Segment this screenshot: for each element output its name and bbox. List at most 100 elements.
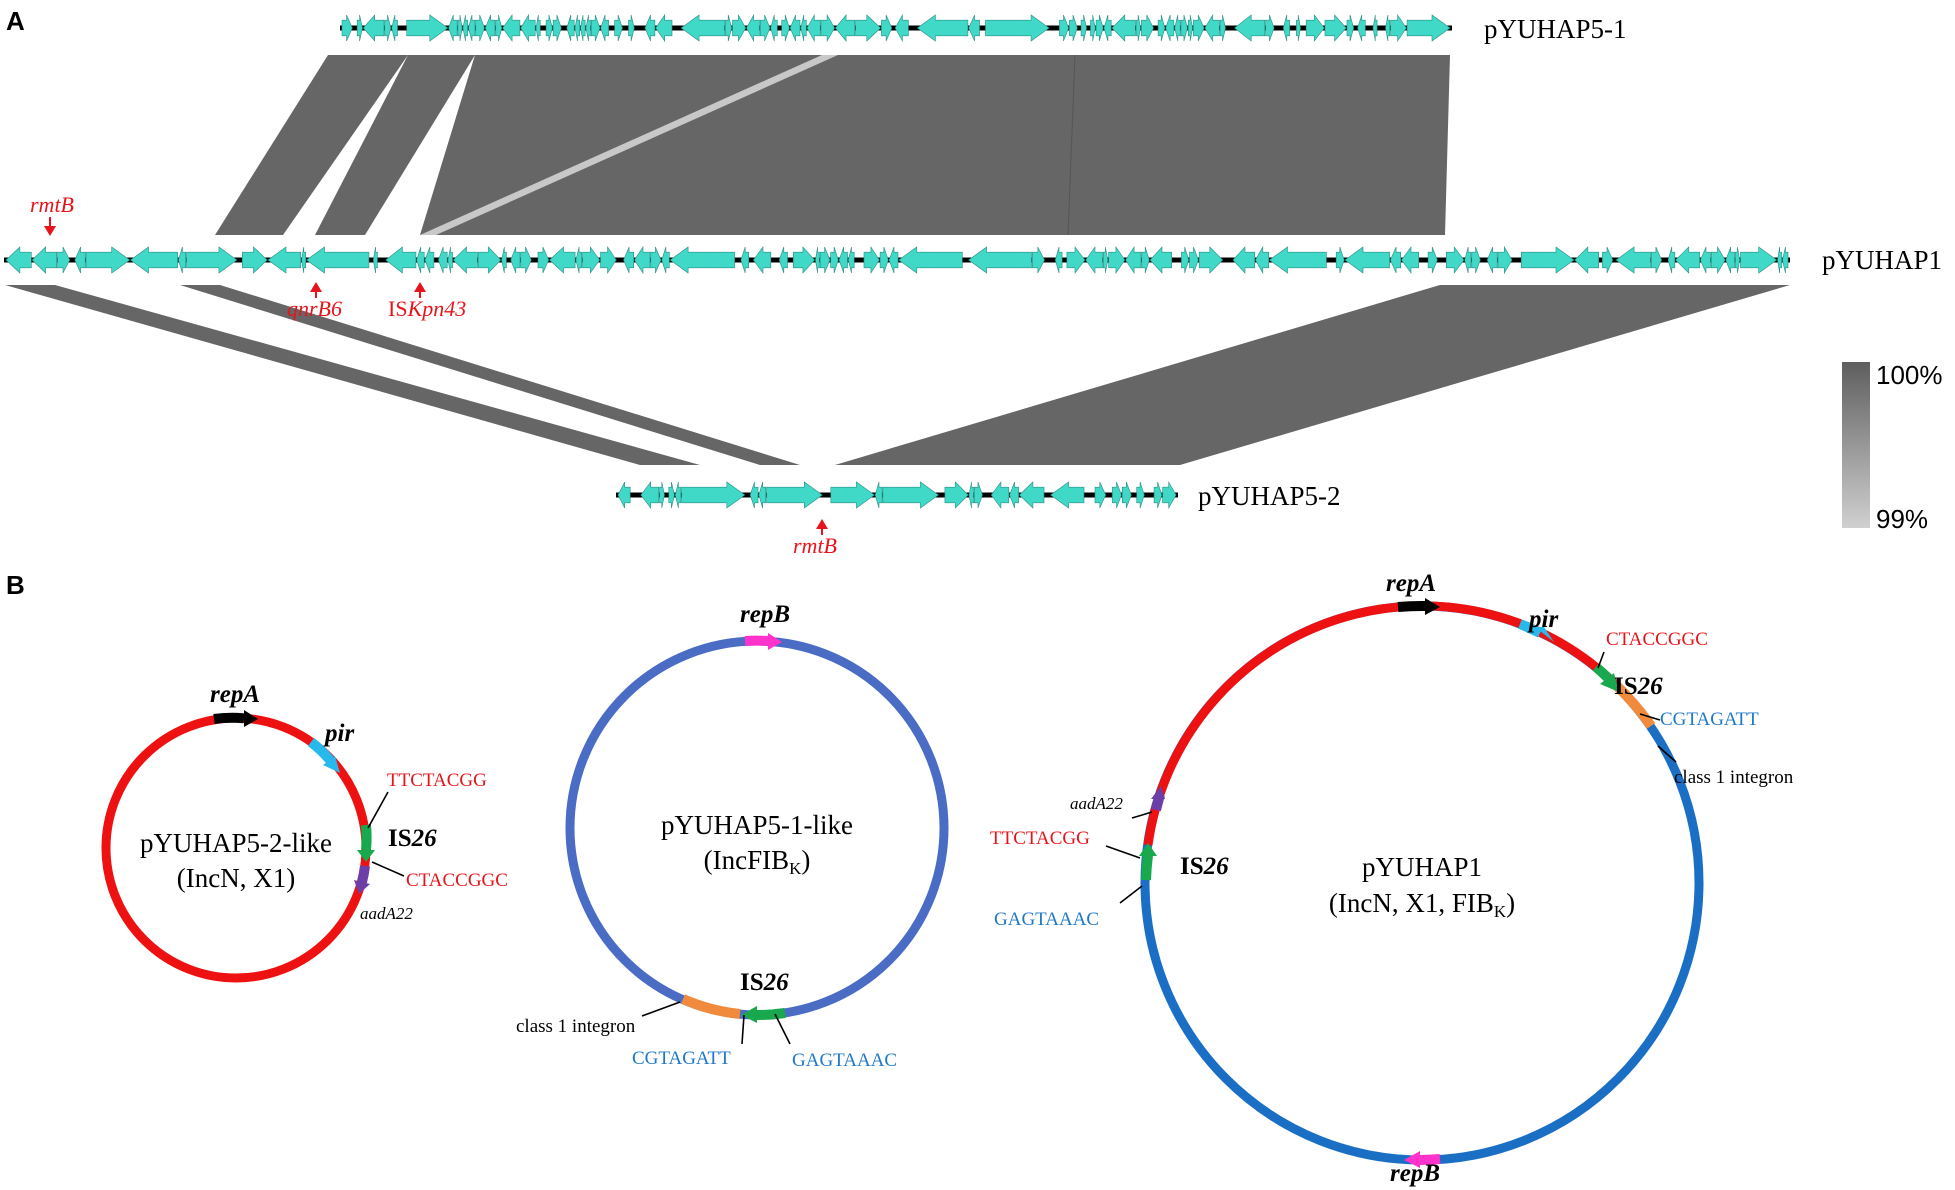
aada22-arrow <box>1151 786 1165 799</box>
gene-arrow <box>668 481 675 509</box>
gene-arrow <box>1050 481 1085 509</box>
label-aada22: aadA22 <box>1070 794 1123 813</box>
gene-arrow <box>659 481 665 509</box>
gene-arrow <box>1180 14 1188 42</box>
gene-arrow <box>985 14 1050 42</box>
track-pyuhap5-1 <box>340 13 1452 43</box>
label-iskpn43: ISKpn43 <box>388 296 466 321</box>
arrow-rmtb-top <box>44 226 56 236</box>
label-seq-gagtaaac: GAGTAAAC <box>994 909 1099 930</box>
gene-arrow <box>242 246 268 274</box>
gene-arrow <box>1103 246 1109 274</box>
gene-arrow <box>1095 14 1104 42</box>
gene-arrow <box>384 14 392 42</box>
gene-arrow <box>1080 14 1087 42</box>
is26-top-arrow <box>1600 673 1619 692</box>
gene-annotations: rmtB qnrB6 ISKpn43 rmtB <box>30 192 837 558</box>
gene-arrow <box>580 14 586 42</box>
arrow-qnrb6 <box>310 282 322 292</box>
gene-arrow <box>1122 481 1132 509</box>
panel-b-letter: B <box>6 570 25 600</box>
homology-band-edge <box>1067 54 1076 236</box>
gene-arrow <box>1740 246 1778 274</box>
gene-arrow <box>1059 14 1069 42</box>
track-label-pyuhap5-2: pYUHAP5-2 <box>1198 481 1341 511</box>
label-repb: repB <box>740 601 790 628</box>
track-pyuhap1 <box>4 245 1790 275</box>
gene-arrow <box>628 14 635 42</box>
gene-arrow <box>510 246 521 274</box>
gene-arrow <box>1446 246 1465 274</box>
gene-arrow <box>1777 246 1782 274</box>
gene-arrow <box>1344 246 1390 274</box>
gene-arrow <box>898 246 963 274</box>
gene-arrow <box>661 246 670 274</box>
gene-arrow <box>874 481 883 509</box>
gene-arrow <box>855 14 882 42</box>
gene-arrow <box>968 481 974 509</box>
is26-arrow <box>357 850 375 862</box>
gene-arrow <box>681 481 746 509</box>
gene-arrow <box>356 14 363 42</box>
gene-arrow <box>457 14 463 42</box>
is26-left-arrow <box>1139 843 1157 856</box>
gene-arrow <box>1615 246 1651 274</box>
gene-arrow <box>634 245 651 275</box>
gene-arrow <box>477 246 502 274</box>
gene-arrow <box>267 246 302 274</box>
repb-arrow <box>1404 1151 1420 1168</box>
pir-arrow <box>323 756 340 773</box>
gene-arrow <box>1032 246 1045 274</box>
label-rmtb-top: rmtB <box>30 192 74 217</box>
homology-bands-bottom <box>5 285 1790 465</box>
label-seq-cgtagatt: CGTAGATT <box>632 1048 731 1069</box>
gene-arrow <box>1108 246 1126 274</box>
gene-arrow <box>1111 14 1136 42</box>
plasmid-inc-type: (IncN, X1, FIBK) <box>1329 888 1515 921</box>
homology-band <box>180 285 800 465</box>
integron-segment <box>680 994 741 1019</box>
gene-arrow <box>830 481 875 509</box>
legend-min-label: 99% <box>1876 504 1928 534</box>
panel-a-letter: A <box>6 6 25 36</box>
gene-arrow <box>1153 481 1163 509</box>
gene-arrow <box>582 246 601 274</box>
label-is26-left: IS26 <box>1180 853 1229 880</box>
gene-arrow <box>1486 246 1498 274</box>
gene-arrow <box>552 14 562 42</box>
gene-arrow <box>1372 14 1378 42</box>
genome-tracks <box>4 13 1790 510</box>
gene-arrow <box>724 14 733 42</box>
pir-arrow <box>1535 627 1554 642</box>
gene-arrow <box>1165 14 1175 42</box>
gene-arrow <box>391 14 398 42</box>
gene-arrow <box>749 481 759 509</box>
label-class1-integron: class 1 integron <box>1674 767 1794 788</box>
gene-arrow <box>1725 246 1735 274</box>
gene-arrow <box>655 14 673 42</box>
gene-arrow <box>674 481 682 509</box>
gene-arrow <box>585 14 591 42</box>
homology-band <box>835 285 1790 465</box>
homology-band <box>215 55 408 235</box>
gene-arrow <box>614 14 623 42</box>
repb-arrow <box>768 633 782 650</box>
gene-arrow <box>1268 246 1327 274</box>
gene-arrow <box>1265 14 1275 42</box>
gene-arrow <box>1357 14 1366 42</box>
gene-arrow <box>452 246 478 274</box>
gene-arrow <box>778 246 788 274</box>
gene-arrow <box>819 246 831 274</box>
is26-arrow <box>741 1006 757 1023</box>
gene-arrow <box>1651 246 1662 274</box>
plasmid-map-pyuhap5-1-like: repB IS26 class 1 integron CGTAGATT GAGT… <box>516 601 949 1071</box>
gene-arrow <box>746 13 760 43</box>
label-seq-ctaccggc: CTACCGGC <box>1606 629 1708 650</box>
gene-arrow <box>1204 13 1220 43</box>
gene-arrow <box>305 246 370 274</box>
gene-arrow <box>680 14 725 42</box>
gene-arrow <box>1464 246 1472 274</box>
gene-arrow <box>770 14 778 42</box>
identity-gradient-bar <box>1842 362 1870 528</box>
gene-arrow <box>438 246 448 274</box>
